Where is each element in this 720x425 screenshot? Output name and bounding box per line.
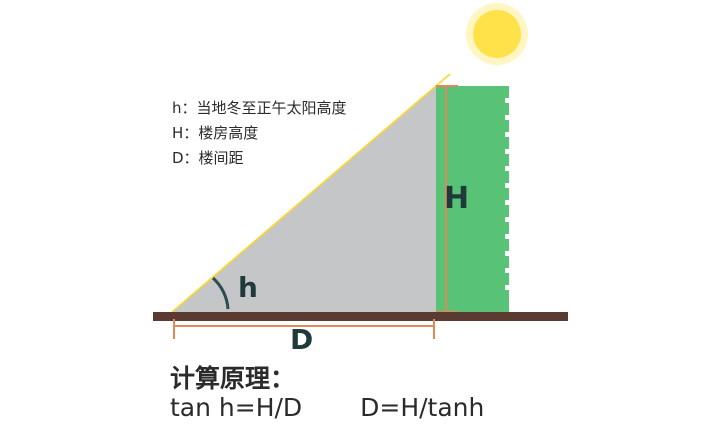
legend-h: h：当地冬至正午太阳高度 — [172, 99, 347, 117]
distance-label: D — [290, 323, 313, 356]
angle-label: h — [238, 271, 258, 304]
height-label: H — [444, 181, 469, 216]
sun-icon — [466, 3, 528, 65]
sun-ray-line — [171, 73, 451, 313]
distance-measure — [173, 319, 435, 339]
legend: h：当地冬至正午太阳高度 H：楼房高度 D：楼间距 — [172, 96, 347, 171]
ground-line — [153, 312, 568, 321]
angle-arc-icon — [211, 276, 230, 310]
formula-row: tan h=H/D D=H/tanh — [170, 393, 484, 422]
principle-title: 计算原理： — [170, 364, 296, 393]
formula-distance: D=H/tanh — [360, 393, 485, 422]
formula-tan: tan h=H/D — [170, 393, 303, 422]
legend-D: D：楼间距 — [172, 149, 244, 167]
legend-H: H：楼房高度 — [172, 124, 259, 142]
building — [436, 86, 509, 312]
